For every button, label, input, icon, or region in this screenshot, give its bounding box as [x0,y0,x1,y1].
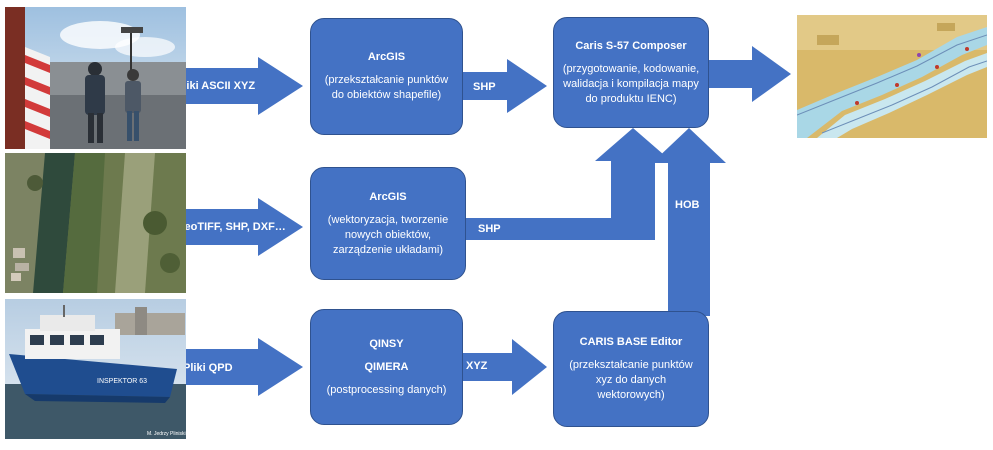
photo-survey-boat: INSPEKTOR 63 M. Jedrzy Pliniski [5,299,186,439]
box-caris-base-desc: (przekształcanie punktów xyz do danych w… [569,359,693,401]
box-arcgis-2-desc: (wektoryzacja, tworzenie nowych obiektów… [327,213,449,256]
box-caris-base-editor: CARIS BASE Editor (przekształcanie punkt… [553,311,709,427]
arrow-arcgis1-to-caris-s57 [463,59,547,113]
connector-label-shp1: SHP [473,81,496,93]
photo-aerial-orthophoto [5,153,186,293]
input-label-ascii: Pliki ASCII XYZ [176,80,256,92]
box-arcgis-2-title: ArcGIS [369,190,407,203]
box-caris-s57-title: Caris S-57 Composer [575,39,687,52]
photo-bridge-survey [5,7,186,149]
arrow-caris-base-to-caris-s57 [652,128,726,316]
box-caris-base-title: CARIS BASE Editor [579,336,683,348]
arrow-arcgis2-to-caris-s57 [453,128,671,240]
arrow-ascii-to-arcgis1 [166,57,303,115]
box-arcgis-2: ArcGIS (wektoryzacja, tworzenie nowych o… [310,167,466,280]
box-arcgis-1: ArcGIS (przekształcanie punktów do obiek… [310,18,463,135]
arrow-qinsy-to-caris-base [453,339,547,395]
box-arcgis-1-title: ArcGIS [367,51,406,63]
box-qinsy-title: QINSY [369,337,404,350]
box-caris-s57-desc: (przygotowanie, kodowanie, walidacja i k… [562,62,700,105]
connector-label-shp2: SHP [478,223,501,235]
connector-label-xyz: XYZ [466,360,488,372]
box-qinsy-desc: (postprocessing danych) [326,383,447,396]
arrow-geotiff-to-arcgis2 [166,198,303,256]
photo-credit: M. Jedrzy Pliniski [147,431,186,437]
arrow-qpd-to-qinsy [166,338,303,396]
input-label-qpd: Pliki QPD [183,362,233,374]
connector-label-hob: HOB [675,199,700,211]
enc-map-output [797,15,987,138]
box-qimera-title: QIMERA [364,360,409,373]
box-qinsy-qimera: QINSY QIMERA (postprocessing danych) [310,309,463,425]
input-label-geotiff: GeoTIFF, SHP, DXF… [176,221,286,233]
box-caris-s57-composer: Caris S-57 Composer (przygotowanie, kodo… [553,17,709,128]
boat-name-label: INSPEKTOR 63 [97,378,147,385]
box-arcgis-1-desc: (przekształcanie punktów do obiektów sha… [324,74,449,101]
arrow-caris-s57-to-map [697,46,791,102]
